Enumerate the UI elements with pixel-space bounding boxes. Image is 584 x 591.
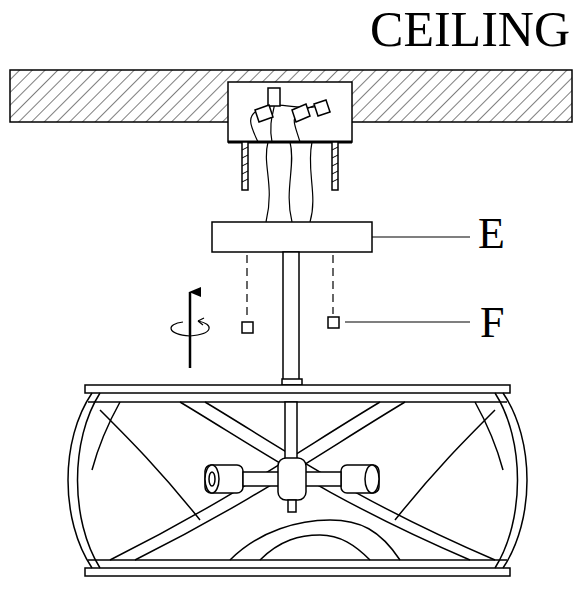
mounting-screw [332, 142, 338, 190]
part-letter: F [480, 301, 504, 345]
candle-cluster [205, 402, 379, 512]
part-letter: E [478, 212, 505, 256]
leader-line [345, 321, 470, 322]
mounting-screw [242, 142, 248, 190]
cap-nut [242, 322, 253, 333]
direction-arrow [189, 292, 192, 368]
heading-label: CEILING [370, 4, 570, 54]
leader-line [372, 236, 470, 237]
lamp-shade [68, 379, 527, 576]
rotate-symbol [171, 321, 209, 336]
stem [283, 252, 299, 384]
junction-box [228, 82, 352, 142]
cap-nut [328, 317, 339, 328]
canopy [212, 222, 372, 252]
